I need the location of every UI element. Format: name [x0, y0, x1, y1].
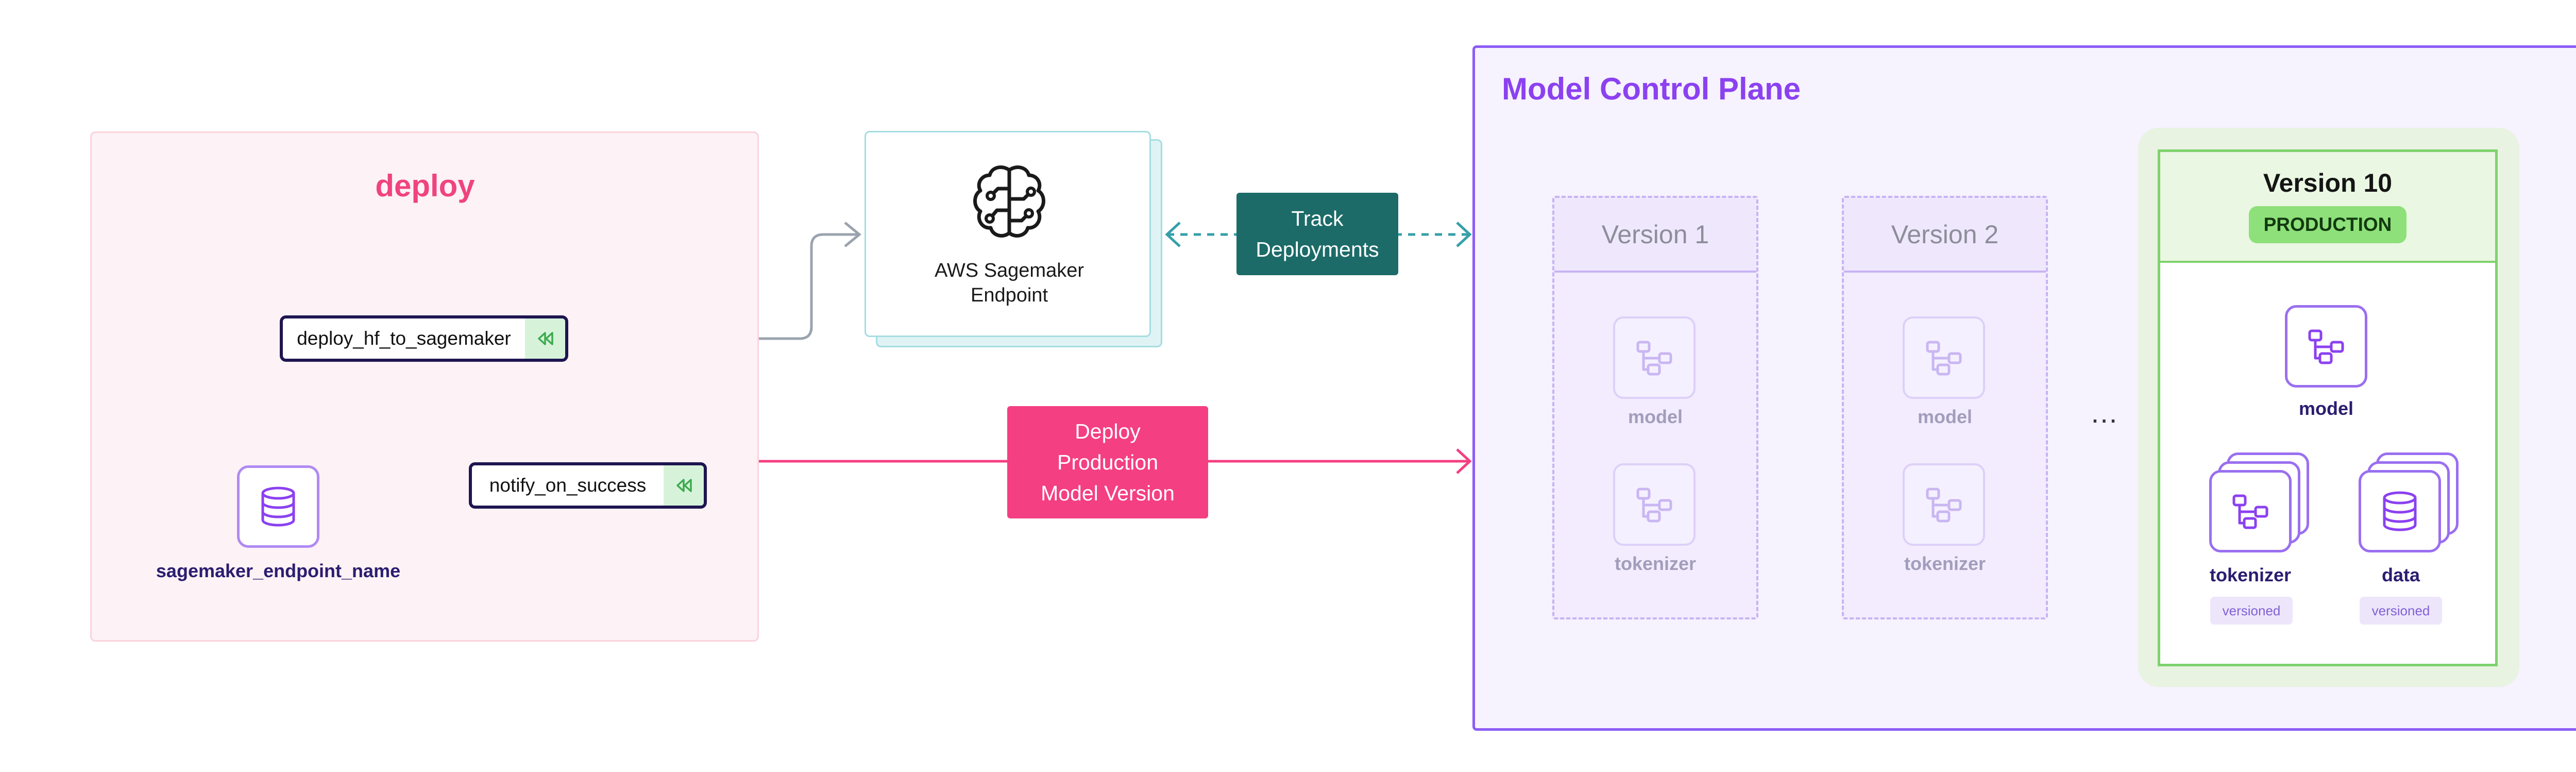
artifact-tile-model[interactable]: [1903, 316, 1985, 399]
deploy-production-label: Deploy Production Model Version: [1007, 406, 1208, 518]
tokenizer-icon: [2232, 494, 2268, 529]
deploy-label-line3: Model Version: [1041, 481, 1175, 505]
sagemaker-label-line1: AWS Sagemaker: [934, 260, 1084, 281]
version-title: Version 10: [2263, 169, 2393, 197]
versioned-tag: versioned: [2210, 597, 2293, 625]
artifact-label: model: [1628, 406, 1683, 427]
artifact-label: model: [2298, 398, 2353, 419]
sagemaker-label: AWS Sagemaker Endpoint: [866, 257, 1153, 309]
artifact-tile-tokenizer[interactable]: [1903, 463, 1985, 546]
step-notify-on-success[interactable]: notify_on_success: [469, 462, 707, 509]
artifact-tile-model[interactable]: [2285, 305, 2367, 388]
artifact-tile-data[interactable]: [2359, 470, 2441, 552]
versioned-tag: versioned: [2360, 597, 2442, 625]
artifact-name: sagemaker_endpoint_name: [156, 560, 401, 581]
artifact-label: model: [1917, 406, 1972, 427]
model-icon: [1636, 341, 1672, 376]
track-deployments-label: Track Deployments: [1236, 193, 1398, 275]
database-icon: [2383, 491, 2417, 531]
artifact-tile-model[interactable]: [1613, 316, 1696, 399]
artifact-label: tokenizer: [1904, 553, 1986, 574]
step-deploy-hf-to-sagemaker[interactable]: deploy_hf_to_sagemaker: [280, 315, 568, 362]
production-badge: PRODUCTION: [2249, 206, 2406, 243]
cached-step-icon: [525, 318, 565, 359]
step-label: notify_on_success: [489, 475, 647, 496]
pipeline-title: deploy: [375, 168, 475, 203]
artifact-tile-tokenizer[interactable]: [1613, 463, 1696, 546]
artifact-label: tokenizer: [1614, 553, 1697, 574]
version-title: Version 1: [1554, 198, 1756, 273]
deploy-label-line2: Production: [1057, 450, 1158, 474]
track-label-line1: Track: [1291, 207, 1344, 230]
brain-circuit-icon: [973, 165, 1045, 238]
database-icon: [261, 486, 295, 527]
version-title: Version 2: [1844, 198, 2046, 273]
track-label-line2: Deployments: [1256, 238, 1379, 261]
cached-step-icon: [664, 465, 704, 506]
sagemaker-endpoint-card[interactable]: AWS Sagemaker Endpoint: [865, 131, 1151, 337]
artifact-label: data: [2381, 564, 2420, 585]
tokenizer-icon: [1926, 488, 1962, 523]
deploy-label-line1: Deploy: [1075, 419, 1141, 443]
step-label: deploy_hf_to_sagemaker: [297, 328, 511, 349]
production-version-header: Version 10 PRODUCTION: [2160, 152, 2495, 263]
deploy-pipeline-panel: [90, 131, 759, 642]
model-icon: [2308, 329, 2344, 364]
version-column[interactable]: Version 1 model tokenizer: [1552, 196, 1758, 619]
version-column[interactable]: Version 2 model tokenizer: [1842, 196, 2048, 619]
artifact-label: tokenizer: [2209, 564, 2292, 585]
control-plane-title: Model Control Plane: [1502, 72, 1801, 106]
step-to-sagemaker-arrow: [567, 233, 858, 340]
model-icon: [1926, 341, 1962, 376]
more-versions-ellipsis: ...: [2091, 396, 2119, 429]
tokenizer-icon: [1636, 488, 1672, 523]
artifact-database-tile[interactable]: [237, 465, 319, 548]
sagemaker-label-line2: Endpoint: [970, 284, 1048, 306]
artifact-tile-tokenizer[interactable]: [2209, 470, 2292, 552]
